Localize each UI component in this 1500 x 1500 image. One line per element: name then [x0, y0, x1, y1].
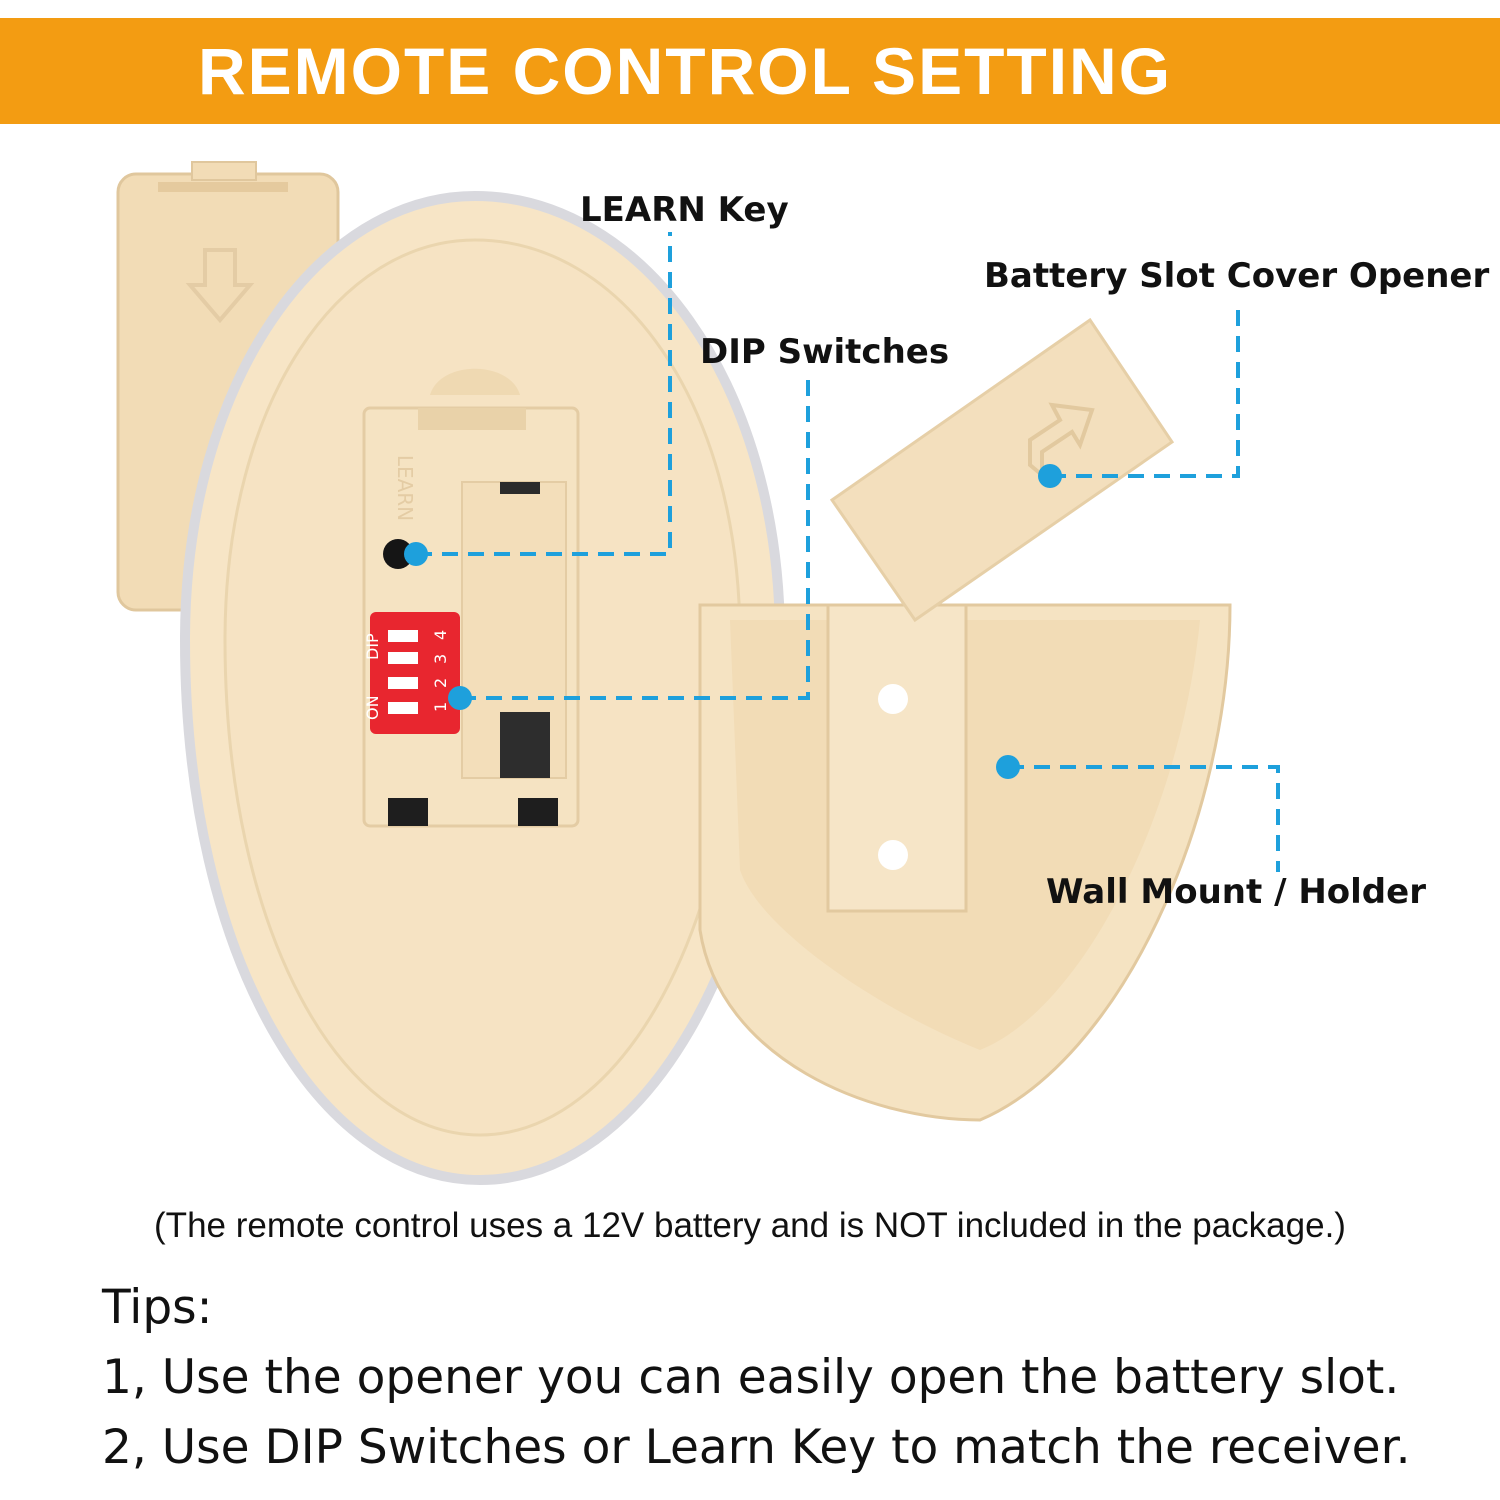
callout-dots — [404, 464, 1062, 779]
remote-illustration: LEARN ON DIP 1 2 3 4 — [116, 161, 1280, 1186]
learn-key-button[interactable] — [383, 539, 413, 569]
dip-number-3: 3 — [431, 654, 450, 664]
tips-heading: Tips: — [102, 1280, 213, 1335]
dip-on-label: ON — [363, 695, 382, 720]
wall-mount-holder — [698, 603, 1232, 1122]
down-arrow-icon — [185, 248, 255, 324]
battery-spring — [500, 712, 550, 778]
page-title: REMOTE CONTROL SETTING — [197, 34, 1173, 108]
tip-item-2: 2, Use DIP Switches or Learn Key to matc… — [102, 1420, 1411, 1475]
dip-switches-callout: DIP Switches — [700, 332, 950, 372]
battery-slot-cover-opener — [829, 317, 1175, 623]
dip-number-2: 2 — [431, 678, 450, 688]
learn-key-callout: LEARN Key — [580, 190, 789, 230]
dip-number-4: 4 — [431, 630, 450, 640]
title-banner: REMOTE CONTROL SETTING — [0, 18, 1500, 124]
remote-body: LEARN ON DIP 1 2 3 4 — [179, 190, 786, 1186]
battery-cover-opener-callout: Battery Slot Cover Opener — [984, 256, 1490, 296]
wall-mount-callout: Wall Mount / Holder — [1046, 872, 1426, 912]
learn-label: LEARN — [393, 455, 417, 521]
tip-item-1: 1, Use the opener you can easily open th… — [102, 1350, 1400, 1405]
dip-label: DIP — [363, 633, 382, 660]
battery-note: (The remote control uses a 12V battery a… — [154, 1206, 1346, 1245]
callout-lines — [416, 232, 1280, 872]
dip-number-1: 1 — [431, 702, 450, 712]
arrow-icon — [1028, 402, 1095, 480]
